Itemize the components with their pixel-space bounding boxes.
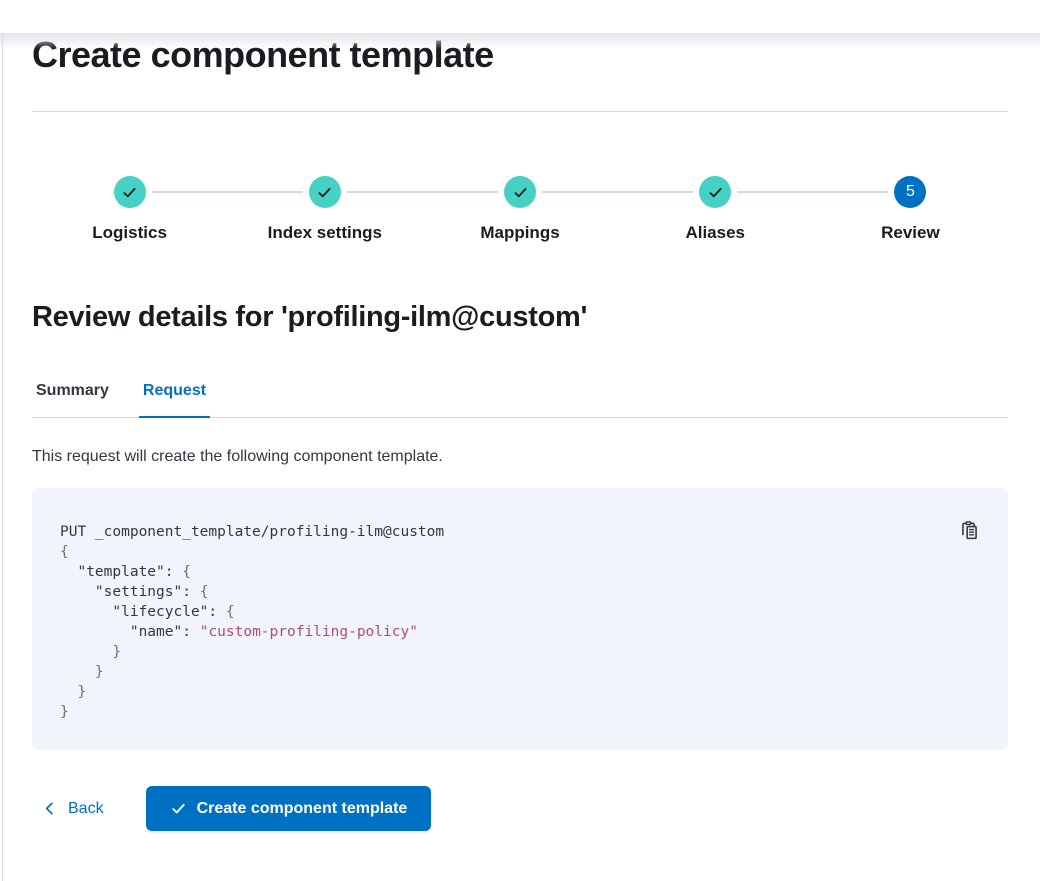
code-lines: PUT _component_template/profiling-ilm@cu…	[60, 522, 980, 722]
check-icon	[707, 184, 724, 201]
check-icon	[170, 800, 187, 817]
copy-button[interactable]	[957, 518, 982, 543]
step-label: Logistics	[92, 223, 167, 242]
step-complete-check-icon[interactable]	[113, 176, 146, 208]
step-index-settings[interactable]: Index settings	[227, 176, 423, 243]
back-button-label: Back	[68, 799, 104, 817]
step-complete-check-icon[interactable]	[699, 176, 732, 208]
step-label: Review	[881, 223, 940, 242]
step-label: Mappings	[480, 223, 560, 242]
create-component-template-page: Create component template Logistics Index…	[0, 33, 1040, 831]
code-line: "name": "custom-profiling-policy"	[60, 624, 418, 640]
request-code-block: PUT _component_template/profiling-ilm@cu…	[32, 488, 1008, 750]
page-title: Create component template	[32, 34, 494, 75]
code-line: PUT _component_template/profiling-ilm@cu…	[60, 524, 445, 540]
wizard-footer: Back Create component template	[32, 786, 1008, 831]
step-logistics[interactable]: Logistics	[32, 176, 228, 243]
copy-clipboard-icon	[959, 521, 980, 544]
create-component-template-label: Create component template	[196, 799, 408, 817]
code-line: "lifecycle": {	[60, 604, 235, 620]
code-line: }	[60, 664, 104, 680]
code-line: {	[60, 544, 69, 560]
review-tabs: Summary Request	[32, 379, 1008, 418]
step-mappings[interactable]: Mappings	[422, 176, 618, 243]
step-number-badge[interactable]: 5	[894, 176, 927, 208]
tab-summary[interactable]: Summary	[36, 382, 109, 399]
review-heading: Review details for 'profiling-ilm@custom…	[32, 301, 588, 333]
create-component-template-button[interactable]: Create component template	[145, 786, 432, 831]
chevron-left-icon	[42, 801, 57, 816]
tab-request[interactable]: Request	[138, 379, 211, 418]
code-line: }	[60, 644, 122, 660]
step-label: Index settings	[267, 223, 382, 242]
step-aliases[interactable]: Aliases	[617, 176, 814, 243]
back-button[interactable]: Back	[32, 786, 114, 831]
check-icon	[316, 184, 333, 201]
check-icon	[121, 184, 138, 201]
code-line: "settings": {	[60, 584, 209, 600]
step-complete-check-icon[interactable]	[308, 176, 341, 208]
step-number: 5	[905, 183, 915, 200]
title-divider	[32, 111, 1008, 112]
code-line: "template": {	[60, 564, 191, 580]
code-line: }	[60, 704, 69, 720]
step-label: Aliases	[685, 223, 745, 242]
code-line: }	[60, 684, 87, 700]
check-icon	[512, 184, 529, 201]
step-complete-check-icon[interactable]	[504, 176, 536, 208]
request-description: This request will create the following c…	[32, 448, 443, 465]
